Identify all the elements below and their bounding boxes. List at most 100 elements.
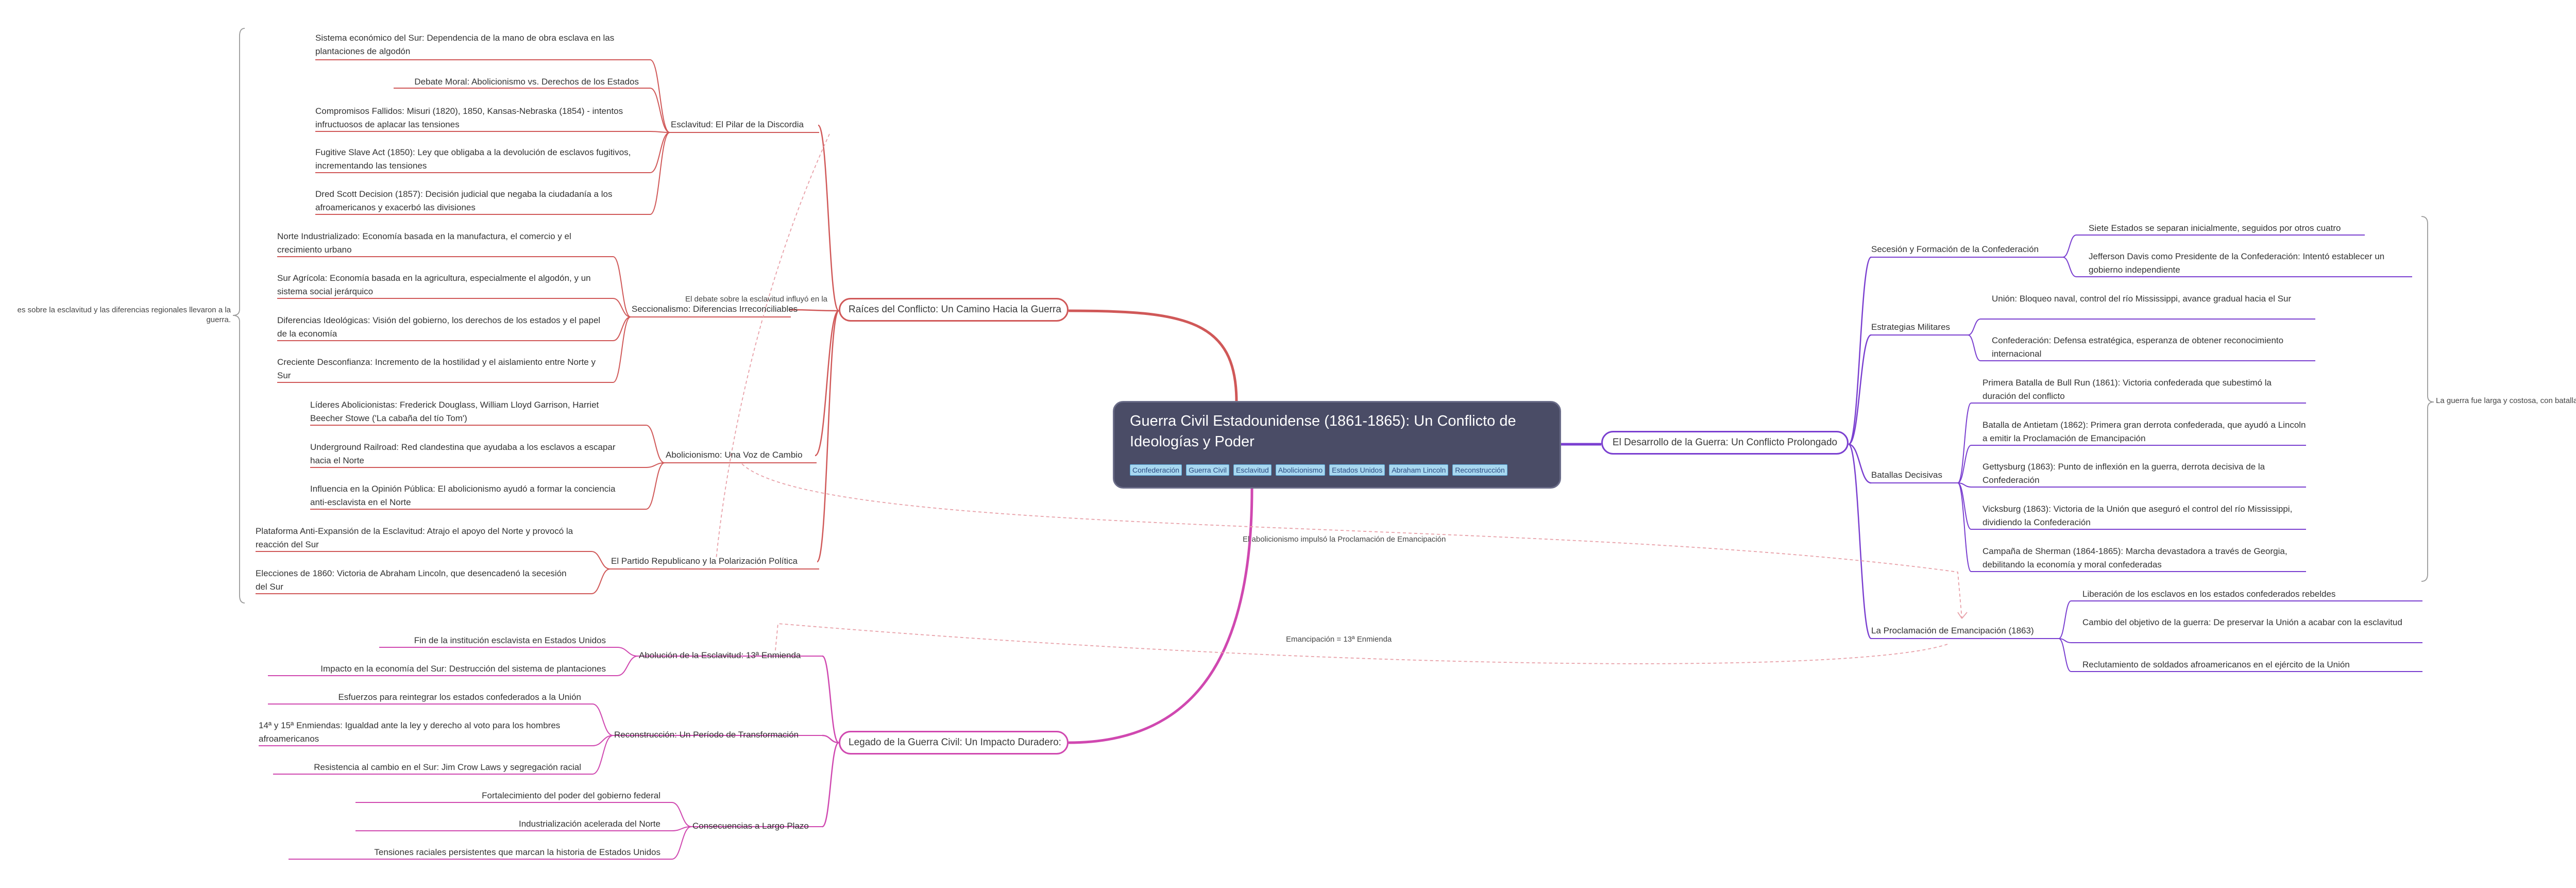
connector-leaf bbox=[591, 551, 611, 569]
connector-leaf bbox=[617, 647, 638, 657]
connector-desarrollo-sub bbox=[1848, 256, 1872, 445]
summary-brace-raices bbox=[232, 28, 245, 604]
main-topic-raices[interactable]: Raíces del Conflicto: Un Camino Hacia la… bbox=[839, 298, 1069, 322]
relation-line bbox=[775, 623, 1948, 664]
connector-legado-sub bbox=[822, 655, 839, 744]
connector-leaf bbox=[592, 703, 614, 736]
subtopic-abolicionismo[interactable]: Abolicionismo: Una Voz de Cambio bbox=[666, 450, 803, 460]
connector-leaf bbox=[650, 132, 670, 173]
leaf[interactable]: Plataforma Anti-Expansión de la Esclavit… bbox=[256, 526, 573, 549]
leaf[interactable]: Campaña de Sherman (1864-1865): Marcha d… bbox=[1982, 546, 2287, 569]
subtopic-partido-republicano[interactable]: El Partido Republicano y la Polarización… bbox=[611, 556, 798, 566]
leaf[interactable]: Dred Scott Decision (1857): Decisión jud… bbox=[315, 189, 613, 212]
connector-leaf bbox=[650, 59, 670, 133]
connector-leaf bbox=[613, 298, 631, 317]
leaf[interactable]: Gettysburg (1863): Punto de inflexión en… bbox=[1982, 462, 2265, 485]
connector-leaf bbox=[1957, 482, 1972, 572]
subtopic-secesion[interactable]: Secesión y Formación de la Confederación bbox=[1871, 244, 2039, 254]
leaf[interactable]: Sur Agrícola: Economía basada en la agri… bbox=[277, 273, 591, 296]
leaf[interactable]: Jefferson Davis como Presidente de la Co… bbox=[2089, 252, 2385, 275]
connector-leaf bbox=[646, 462, 665, 510]
connector-central-raices bbox=[1068, 309, 1238, 403]
connector-raices-sub bbox=[816, 310, 840, 563]
connector-desarrollo-sub bbox=[1848, 334, 1872, 445]
main-topic-legado[interactable]: Legado de la Guerra Civil: Un Impacto Du… bbox=[839, 731, 1069, 755]
main-topic-desarrollo[interactable]: El Desarrollo de la Guerra: Un Conflicto… bbox=[1601, 431, 1849, 455]
leaf[interactable]: Creciente Desconfianza: Incremento de la… bbox=[277, 357, 596, 380]
leaf[interactable]: Norte Industrializado: Economía basada e… bbox=[277, 231, 571, 255]
connector-leaf bbox=[613, 316, 631, 341]
connector-leaf bbox=[646, 425, 665, 463]
leaf[interactable]: Cambio del objetivo de la guerra: De pre… bbox=[2082, 617, 2402, 627]
leaf[interactable]: Diferencias Ideológicas: Visión del gobi… bbox=[277, 315, 601, 339]
leaf[interactable]: 14ª y 15ª Enmiendas: Igualdad ante la le… bbox=[259, 721, 561, 744]
leaf[interactable]: Underground Railroad: Red clandestina qu… bbox=[310, 442, 616, 465]
connector-leaf bbox=[671, 802, 692, 827]
subtopic-reconstruccion[interactable]: Reconstrucción: Un Período de Transforma… bbox=[614, 730, 799, 740]
leaf[interactable]: Debate Moral: Abolicionismo vs. Derechos… bbox=[414, 77, 639, 87]
leaf[interactable]: Vicksburg (1863): Victoria de la Unión q… bbox=[1982, 504, 2293, 527]
relation-line bbox=[741, 463, 1962, 619]
connector-leaf bbox=[1957, 482, 1972, 488]
tag[interactable]: Abolicionismo bbox=[1275, 464, 1326, 476]
connector-leaf bbox=[671, 826, 692, 860]
subtopic-consecuencias[interactable]: Consecuencias a Largo Plazo bbox=[692, 821, 809, 831]
summary-brace-desarrollo bbox=[2421, 216, 2434, 582]
leaf[interactable]: Fortalecimiento del poder del gobierno f… bbox=[482, 791, 660, 800]
leaf[interactable]: Fugitive Slave Act (1850): Ley que oblig… bbox=[315, 147, 631, 171]
subtopic-proclamacion[interactable]: La Proclamación de Emancipación (1863) bbox=[1871, 626, 2034, 635]
connector-legado-sub bbox=[822, 742, 839, 828]
connector-leaf bbox=[613, 316, 631, 383]
subtopic-seccionalismo[interactable]: Seccionalismo: Diferencias Irreconciliab… bbox=[632, 304, 798, 314]
tag[interactable]: Guerra Civil bbox=[1186, 464, 1229, 476]
relation-label: Emancipación = 13ª Enmienda bbox=[1286, 635, 1392, 644]
connector-leaf bbox=[617, 656, 638, 676]
connector-leaf bbox=[650, 88, 670, 133]
connector-leaf bbox=[1968, 334, 1981, 361]
leaf[interactable]: Esfuerzos para reintegrar los estados co… bbox=[338, 692, 581, 702]
connector-legado-sub bbox=[822, 734, 839, 744]
relation-arrowhead bbox=[1957, 612, 1968, 619]
connector-leaf bbox=[1957, 403, 1972, 483]
tag[interactable]: Estados Unidos bbox=[1329, 464, 1385, 476]
subtopic-esclavitud[interactable]: Esclavitud: El Pilar de la Discordia bbox=[671, 120, 804, 129]
leaf[interactable]: Reclutamiento de soldados afroamericanos… bbox=[2082, 660, 2350, 669]
tag[interactable]: Abraham Lincoln bbox=[1389, 464, 1449, 476]
subtopic-batallas[interactable]: Batallas Decisivas bbox=[1871, 470, 1942, 480]
leaf[interactable]: Impacto en la economía del Sur: Destrucc… bbox=[320, 664, 606, 674]
subtopic-abolucion[interactable]: Abolución de la Esclavitud: 13ª Enmienda bbox=[639, 650, 801, 660]
tag[interactable]: Reconstrucción bbox=[1452, 464, 1507, 476]
leaf[interactable]: Sistema económico del Sur: Dependencia d… bbox=[315, 33, 615, 56]
connector-leaf bbox=[2062, 234, 2077, 258]
leaf[interactable]: Siete Estados se separan inicialmente, s… bbox=[2089, 223, 2341, 233]
connector-leaf bbox=[1968, 319, 1981, 336]
connector-leaf bbox=[646, 462, 665, 468]
connector-leaf bbox=[613, 256, 631, 317]
leaf[interactable]: Tensiones raciales persistentes que marc… bbox=[374, 847, 660, 857]
subtopic-estrategias[interactable]: Estrategias Militares bbox=[1871, 322, 1951, 332]
leaf[interactable]: Industrialización acelerada del Norte bbox=[519, 819, 660, 829]
leaf[interactable]: Elecciones de 1860: Victoria de Abraham … bbox=[256, 568, 567, 592]
leaf[interactable]: Líderes Abolicionistas: Frederick Dougla… bbox=[310, 400, 599, 423]
leaf[interactable]: Confederación: Defensa estratégica, espe… bbox=[1992, 336, 2284, 359]
connector-desarrollo-sub bbox=[1848, 443, 1872, 640]
leaf[interactable]: Influencia en la Opinión Pública: El abo… bbox=[310, 484, 616, 507]
central-topic[interactable]: Guerra Civil Estadounidense (1861-1865):… bbox=[1113, 401, 1561, 489]
tag[interactable]: Esclavitud bbox=[1233, 464, 1272, 476]
relation-label: El debate sobre la esclavitud influyó en… bbox=[685, 295, 828, 304]
leaf[interactable]: Fin de la institución esclavista en Esta… bbox=[414, 635, 606, 645]
leaf[interactable]: Liberación de los esclavos en los estado… bbox=[2082, 589, 2336, 599]
leaf[interactable]: Compromisos Fallidos: Misuri (1820), 185… bbox=[315, 106, 623, 129]
connector-leaf bbox=[2062, 257, 2077, 277]
leaf[interactable]: Unión: Bloqueo naval, control del río Mi… bbox=[1992, 294, 2292, 304]
leaf[interactable]: Primera Batalla de Bull Run (1861): Vict… bbox=[1982, 378, 2272, 401]
connector-leaf bbox=[591, 568, 611, 594]
leaf[interactable]: Batalla de Antietam (1862): Primera gran… bbox=[1982, 420, 2306, 443]
connector-leaf bbox=[650, 132, 670, 215]
leaf[interactable]: Resistencia al cambio en el Sur: Jim Cro… bbox=[314, 762, 581, 772]
connector-raices-sub bbox=[789, 309, 839, 312]
tag-list: Confederación Guerra Civil Esclavitud Ab… bbox=[1130, 464, 1507, 476]
connector-leaf bbox=[2058, 600, 2072, 639]
tag[interactable]: Confederación bbox=[1130, 464, 1182, 476]
